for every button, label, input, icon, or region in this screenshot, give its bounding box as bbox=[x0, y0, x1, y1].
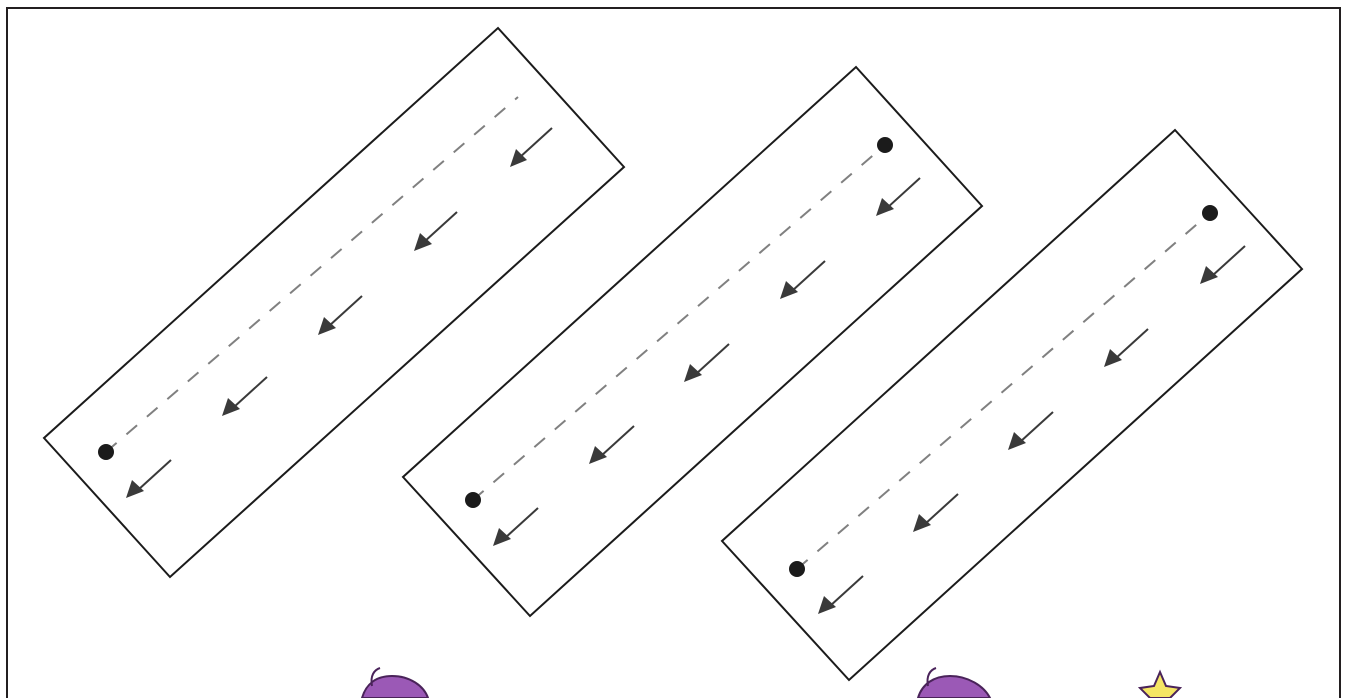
tracing-strip-2 bbox=[403, 67, 982, 616]
strip-2-end-dot[interactable] bbox=[877, 137, 893, 153]
strip-1-arrows bbox=[126, 128, 552, 498]
direction-arrow-icon bbox=[1104, 329, 1148, 367]
purple-character-icon bbox=[362, 668, 428, 698]
purple-character-icon bbox=[918, 668, 990, 698]
star-icon bbox=[1140, 672, 1180, 698]
direction-arrow-icon bbox=[318, 296, 362, 335]
direction-arrow-icon bbox=[684, 344, 729, 382]
strip-3-trace-line[interactable] bbox=[797, 213, 1210, 569]
strip-3-arrows bbox=[818, 246, 1245, 614]
direction-arrow-icon bbox=[1008, 412, 1053, 450]
tracing-strip-1 bbox=[44, 28, 624, 577]
strip-1-start-dot[interactable] bbox=[98, 444, 114, 460]
strip-1-trace-line[interactable] bbox=[106, 97, 518, 452]
strip-3-end-dot[interactable] bbox=[1202, 205, 1218, 221]
direction-arrow-icon bbox=[913, 494, 958, 532]
direction-arrow-icon bbox=[493, 508, 538, 546]
strip-2-arrows bbox=[493, 178, 920, 546]
direction-arrow-icon bbox=[414, 212, 457, 251]
direction-arrow-icon bbox=[876, 178, 920, 216]
direction-arrow-icon bbox=[126, 460, 171, 498]
tracing-strip-3 bbox=[722, 130, 1302, 680]
strip-2-start-dot[interactable] bbox=[465, 492, 481, 508]
direction-arrow-icon bbox=[589, 426, 634, 464]
direction-arrow-icon bbox=[222, 377, 267, 416]
page-frame bbox=[7, 8, 1340, 698]
direction-arrow-icon bbox=[1200, 246, 1245, 284]
direction-arrow-icon bbox=[510, 128, 552, 167]
strip-2-box bbox=[403, 67, 982, 616]
strip-2-trace-line[interactable] bbox=[473, 145, 885, 500]
strip-3-start-dot[interactable] bbox=[789, 561, 805, 577]
direction-arrow-icon bbox=[818, 576, 863, 614]
direction-arrow-icon bbox=[780, 261, 825, 299]
